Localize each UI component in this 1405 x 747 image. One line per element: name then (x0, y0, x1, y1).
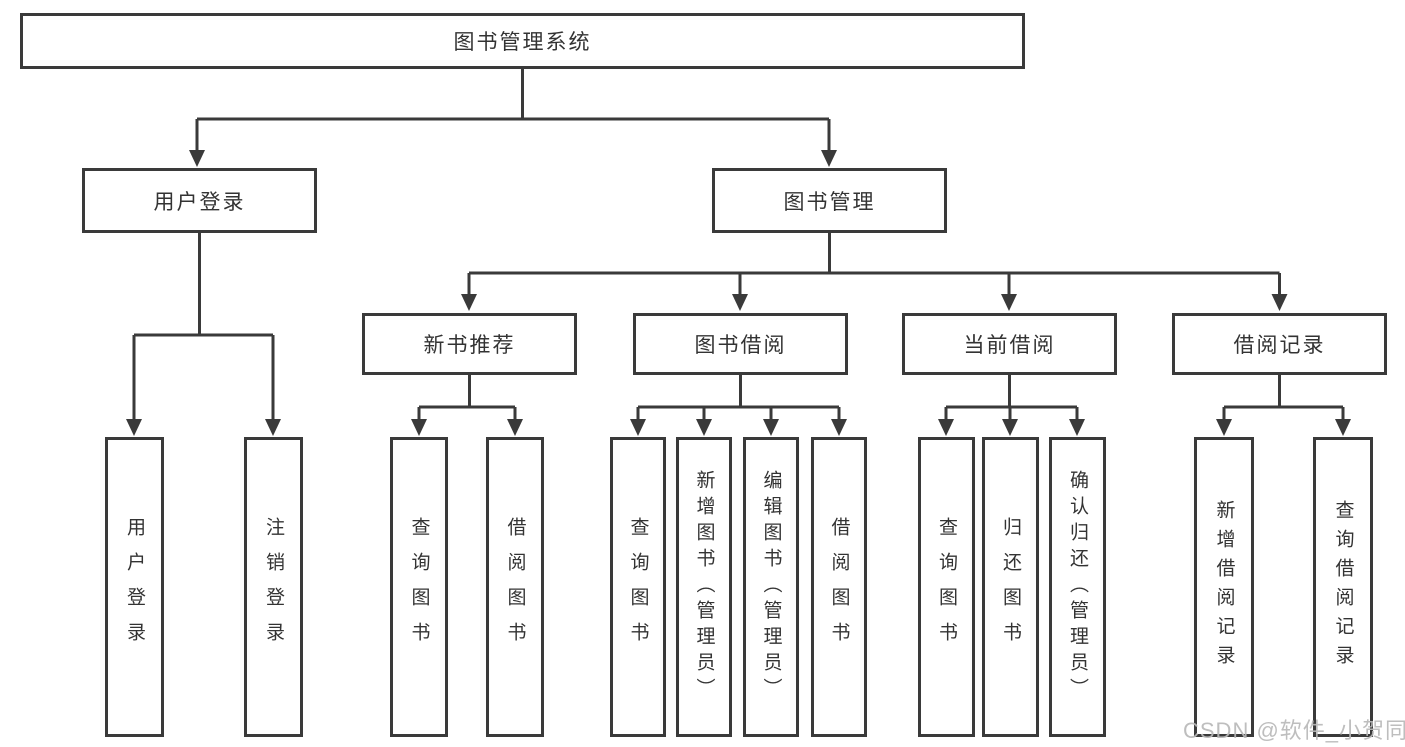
leaf-label: 查询图书 (936, 517, 957, 657)
csdn-watermark: CSDN @软件_小贺同学 (1183, 718, 1405, 743)
node-current-borrow: 当前借阅 (902, 313, 1117, 375)
node-new-book-recommend: 新书推荐 (362, 313, 577, 375)
node-label: 图书管理系统 (453, 31, 592, 54)
node-book-borrow: 图书借阅 (633, 313, 848, 375)
leaf-query-borrow-record: 查询借阅记录 (1313, 437, 1373, 737)
node-book-management: 图书管理 (712, 168, 947, 233)
leaf-label: 注销登录 (263, 517, 284, 657)
leaf-label: 新增图书（管理员） (693, 470, 715, 704)
leaf-label: 借阅图书 (504, 517, 526, 657)
leaf-label: 查询借阅记录 (1332, 500, 1354, 674)
node-borrow-records: 借阅记录 (1172, 313, 1387, 375)
node-library-management-system: 图书管理系统 (20, 13, 1025, 69)
leaf-label: 确认归还（管理员） (1067, 470, 1088, 704)
node-label: 用户登录 (153, 190, 246, 214)
leaf-query-books-recommend: 查询图书 (390, 437, 448, 737)
leaf-user-login: 用户登录 (105, 437, 164, 737)
node-label: 新书推荐 (423, 334, 516, 357)
leaf-label: 借阅图书 (828, 517, 850, 657)
leaf-edit-books-admin: 编辑图书（管理员） (743, 437, 799, 737)
node-label: 借阅记录 (1233, 334, 1326, 357)
leaf-label: 新增借阅记录 (1213, 500, 1235, 674)
leaf-label: 编辑图书（管理员） (760, 470, 782, 704)
leaf-query-books-current: 查询图书 (918, 437, 975, 737)
leaf-borrow-books: 借阅图书 (811, 437, 867, 737)
leaf-query-books-borrow: 查询图书 (610, 437, 666, 737)
leaf-borrow-books-recommend: 借阅图书 (486, 437, 544, 737)
leaf-label: 用户登录 (124, 517, 145, 657)
leaf-confirm-return-admin: 确认归还（管理员） (1049, 437, 1106, 737)
leaf-add-borrow-record: 新增借阅记录 (1194, 437, 1254, 737)
leaf-label: 归还图书 (1000, 517, 1021, 657)
leaf-add-books-admin: 新增图书（管理员） (676, 437, 732, 737)
node-label: 图书管理 (783, 190, 876, 214)
node-label: 当前借阅 (963, 334, 1056, 357)
leaf-label: 查询图书 (627, 517, 649, 657)
leaf-label: 查询图书 (408, 517, 430, 657)
node-label: 图书借阅 (694, 334, 787, 357)
leaf-return-books: 归还图书 (982, 437, 1039, 737)
leaf-logout: 注销登录 (244, 437, 303, 737)
node-user-login: 用户登录 (82, 168, 317, 233)
